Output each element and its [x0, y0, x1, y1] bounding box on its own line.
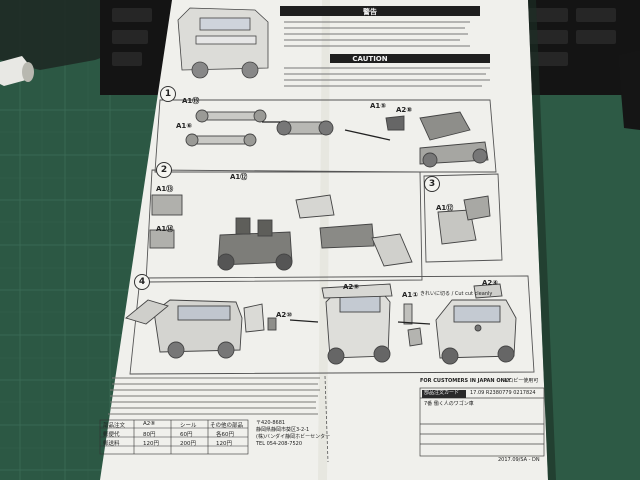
customers-note: FOR CUSTOMERS IN JAPAN ONLY	[420, 378, 511, 384]
step-2-badge: 2	[156, 162, 172, 178]
form-title-box	[422, 390, 466, 398]
warning-title: 警告	[363, 8, 377, 16]
step1-parts	[185, 109, 489, 168]
address-tel: TEL 054-208-7520	[256, 441, 303, 447]
table-cell: 200円	[180, 441, 196, 447]
tear-dash	[324, 375, 329, 463]
part-label: A1⑥	[176, 122, 193, 130]
part-label: A1⑮	[182, 97, 200, 105]
table-cell: 各60円	[216, 432, 234, 438]
table-cell: 郵便代	[103, 432, 120, 438]
table-header-cell: A2⑧	[143, 421, 156, 427]
product-codes: 17.09 R2380779 0217824	[470, 390, 536, 396]
table-cell: 80円	[143, 432, 156, 438]
address-line: 静岡県静岡市葵区3-2-1	[256, 427, 310, 433]
address-zip: 〒420-8681	[256, 420, 286, 426]
part-label: A1⑭	[156, 225, 174, 233]
cut-note: きれいに切る / Cut cut cleanly	[420, 291, 493, 297]
table-cell: 60円	[180, 432, 193, 438]
step-3-badge: 3	[424, 176, 440, 192]
order-card-title: 部品注文カード	[424, 390, 460, 396]
step1-arrows	[262, 121, 391, 141]
table-header-cell: シール	[180, 423, 197, 429]
product-name: 7番 働く人のワゴン車	[424, 401, 474, 407]
part-label: A1⑫	[230, 173, 248, 181]
part-label: A1⑬	[156, 185, 174, 193]
print-date: 2017.09/SA - DN	[498, 457, 540, 463]
step4-van-left	[125, 299, 277, 359]
black-clip	[618, 50, 640, 130]
pen-shadow	[22, 62, 34, 82]
warning-panel	[280, 6, 490, 87]
copy-note: ※コピー使用可	[504, 378, 539, 384]
footer-left-text	[108, 377, 320, 415]
table-header-cell: その他の部品	[210, 423, 244, 429]
table-cell: 120円	[143, 441, 159, 447]
top-van-drawing	[177, 7, 269, 79]
step4-frame	[129, 275, 535, 375]
part-label: A2⑩	[276, 311, 293, 319]
step4-van-middle	[321, 283, 393, 365]
order-table-lines	[99, 419, 249, 455]
part-label: A2④	[482, 279, 499, 287]
step4-arrows	[289, 319, 431, 325]
step2-frame	[145, 169, 423, 283]
sheet-shadow-right	[528, 0, 556, 480]
step2-parts	[149, 194, 413, 271]
part-label: A1⑤	[370, 102, 387, 110]
step1-frame	[154, 99, 497, 173]
part-label: A1①	[402, 291, 419, 299]
table-cell: 120円	[216, 441, 232, 447]
part-label: A2⑧	[396, 106, 413, 114]
step4-van-right	[435, 283, 517, 365]
step-1-badge: 1	[160, 86, 176, 102]
step-4-badge: 4	[134, 274, 150, 290]
table-cell: 郵送料	[103, 441, 120, 447]
step4-parts-misc	[403, 303, 423, 347]
part-label: A2⑨	[343, 283, 360, 291]
step3-panel	[423, 173, 503, 263]
table-header-cell: 部品注文	[103, 423, 126, 429]
caution-title: CAUTION	[352, 55, 388, 63]
part-label: A1⑫	[436, 204, 454, 212]
address-company: (株)バンダイ静岡ホビーセンター	[256, 434, 331, 440]
pen-cap	[0, 56, 30, 86]
